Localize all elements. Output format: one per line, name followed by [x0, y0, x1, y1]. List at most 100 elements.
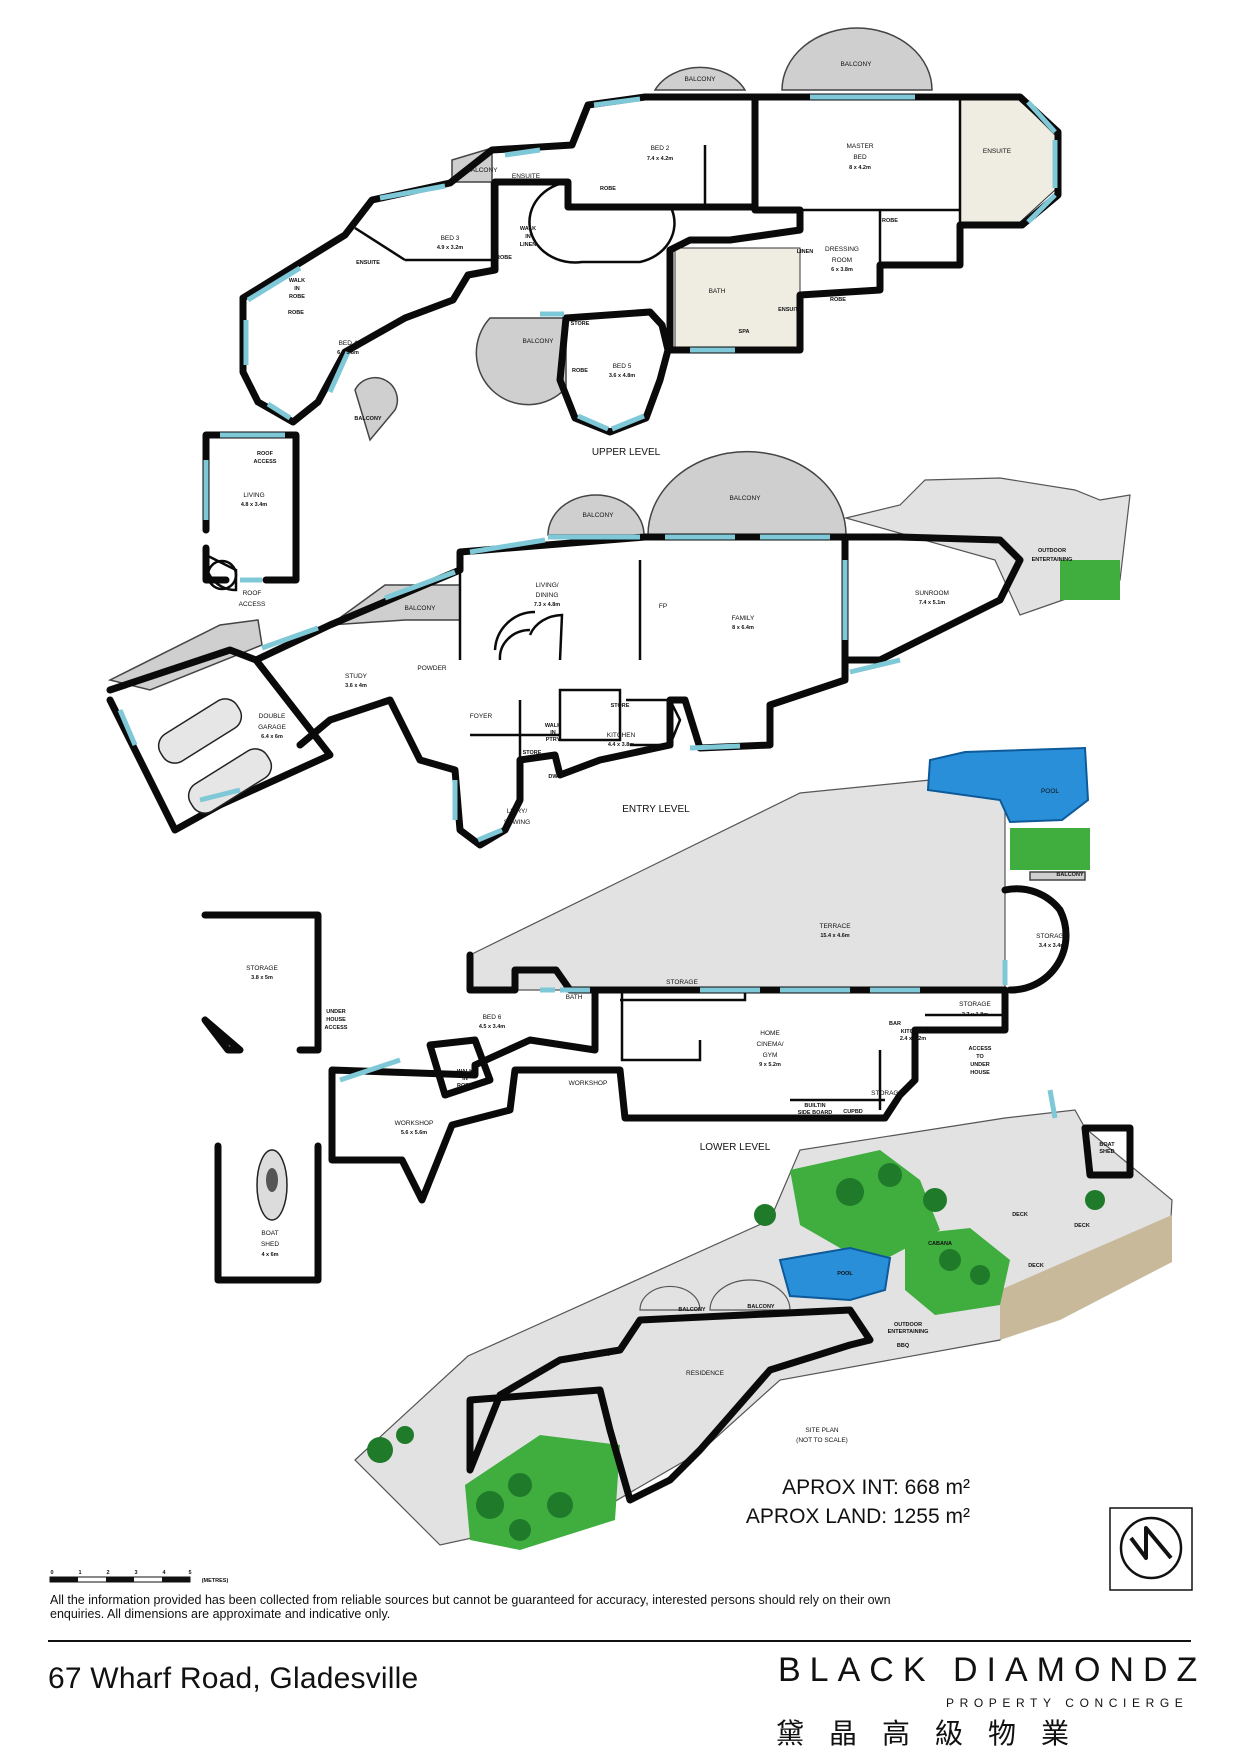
upper-level-plan: BALCONY BALCONY BALCONY [239, 27, 1062, 458]
label-bar: BAR [889, 1021, 901, 1027]
label-lower-wir-3: ROBE [457, 1083, 473, 1089]
entry-level-title: ENTRY LEVEL [622, 804, 690, 815]
lower-interior-walls [620, 990, 1005, 1110]
sunroom-wall [841, 533, 1024, 664]
label-bath: BATH [709, 288, 726, 295]
label-dressing-dim: 6 x 3.8m [831, 267, 853, 273]
label-bed2-dim: 7.4 x 4.2m [647, 156, 673, 162]
label-upper-store: STORE [571, 321, 590, 327]
label-cinema-2: CINEMA/ [756, 1041, 783, 1048]
label-walk-in-robe-2: IN [294, 286, 300, 292]
label-ensuite-master: ENSUITE [983, 148, 1012, 155]
label-storage-sep-dim: 3.8 x 5m [251, 975, 273, 981]
label-bed6: BED 6 [483, 1014, 502, 1021]
label-cinema: HOME [760, 1030, 780, 1037]
label-site-cabana: CABANA [928, 1241, 952, 1247]
label-site-deck-b: DECK [1012, 1212, 1028, 1218]
label-site-balcony-a: BALCONY [678, 1307, 706, 1313]
storage-round-wall [1001, 885, 1070, 994]
label-study: STUDY [345, 673, 368, 680]
label-wip-3: PTRY [546, 737, 561, 743]
label-site-deck-a: DECK [1074, 1223, 1090, 1229]
label-dressing-2: ROOM [832, 257, 852, 264]
label-site-pool: POOL [837, 1271, 853, 1277]
label-entry-balcony-b: BALCONY [729, 495, 761, 502]
label-bed3-dim: 4.9 x 3.2m [437, 245, 463, 251]
site-boat-shed [1081, 1124, 1134, 1179]
label-bed2: BED 2 [651, 145, 670, 152]
label-dressing: DRESSING [825, 246, 859, 253]
label-wip: WALK [545, 723, 561, 729]
roof-living-plan: ROOF ACCESS LIVING 4.8 x 3.4m ROOF ACCES… [202, 431, 300, 608]
label-walk-in-robe-3: ROBE [289, 294, 305, 300]
lower-garden [1010, 828, 1090, 870]
label-storage-round: STORAGE [1036, 933, 1068, 940]
storage-separate-wall [201, 911, 322, 1054]
label-kitchen: KITCHEN [607, 732, 636, 739]
label-living-dining-2: DINING [536, 592, 559, 599]
upper-outer-wall-east [666, 93, 1062, 354]
label-underhouse-2: HOUSE [326, 1017, 346, 1023]
label-roof-living: LIVING [243, 492, 264, 499]
label-garage-2: GARAGE [258, 724, 286, 731]
label-entry-balcony-c: BALCONY [404, 605, 436, 612]
site-residence-outline [466, 1306, 874, 1504]
label-access-3: UNDER [970, 1062, 990, 1068]
bath-floor [674, 247, 801, 349]
upper-balcony-small [354, 376, 399, 442]
label-family-dim: 8 x 6.4m [732, 625, 754, 631]
label-upper-balcony-d: BALCONY [522, 338, 554, 345]
label-linen: LINEN [797, 249, 814, 255]
label-kitchen-dim: 4.4 x 3.8m [608, 742, 634, 748]
label-bed5-dim: 3.6 x 4.8m [609, 373, 635, 379]
label-access: ACCESS [969, 1046, 992, 1052]
site-lawn-upper [790, 1150, 940, 1262]
label-walk-in-linen-2: IN [525, 234, 531, 240]
site-lawn-right [905, 1228, 1010, 1315]
site-deck-area [1000, 1215, 1172, 1340]
label-living-dining: LIVING/ [535, 582, 558, 589]
entry-level-plan: BALCONY BALCONY BALCONY LIVING/ DINING 7… [106, 450, 1131, 849]
entry-planter [1060, 560, 1120, 600]
scale-tick-1: 1 [78, 1570, 81, 1576]
label-robe-d: ROBE [496, 255, 512, 261]
outdoor-entertaining-floor [843, 477, 1131, 616]
bed5-wall [556, 308, 672, 436]
label-cinema-3: GYM [763, 1052, 778, 1059]
label-ensuite-bed3: ENSUITE [356, 260, 380, 266]
scale-tick-4: 4 [162, 1570, 166, 1576]
label-entry-store: STORE [523, 750, 542, 756]
label-foyer: FOYER [470, 713, 493, 720]
garage-wall [106, 646, 334, 834]
lower-walkin-robe-wall [426, 1036, 494, 1099]
label-lower-storage-b: STORAGE [959, 1001, 991, 1008]
label-robe-f: ROBE [572, 368, 588, 374]
label-bed4-dim: 6 x 5.8m [337, 350, 359, 356]
label-lower-kitchen: KITCHEN [901, 1029, 925, 1035]
label-boatshed-dim: 4 x 6m [261, 1252, 278, 1258]
label-roof-access: ROOF [243, 590, 262, 597]
label-lower-wir: WALK [457, 1069, 473, 1075]
label-site-deck-c: DECK [1028, 1263, 1044, 1269]
label-roof-access-top: ROOF [257, 451, 274, 457]
brand-name: BLACK DIAMONDZ [778, 1651, 1207, 1689]
label-site-residence: RESIDENCE [686, 1370, 725, 1377]
site-pool [778, 1246, 892, 1302]
roof-spiral-stair [204, 553, 238, 592]
label-site-balcony-b: BALCONY [747, 1304, 775, 1310]
lower-level-plan: POOL BALCONY TERRACE 15.4 x 4.6m STORAGE… [328, 746, 1090, 1204]
label-walk-in-robe: WALK [289, 278, 305, 284]
label-ensuite-bed2: ENSUITE [512, 173, 541, 180]
label-upper-balcony-c: BALCONY [466, 167, 498, 174]
label-lower-bath: BATH [566, 994, 583, 1001]
label-laundry-2: SEWING [504, 819, 530, 826]
label-living-dining-dim: 7.3 x 4.8m [534, 602, 560, 608]
label-robe-a: ROBE [600, 186, 616, 192]
label-bed4: BED 4 [339, 340, 358, 347]
label-robe-b: ROBE [882, 218, 898, 224]
lower-pool [926, 746, 1090, 824]
label-site-outdoor-2: ENTERTAINING [888, 1329, 929, 1335]
label-walk-in-linen-3: LINEN [520, 242, 537, 248]
upper-interior-walls-b [354, 182, 495, 270]
